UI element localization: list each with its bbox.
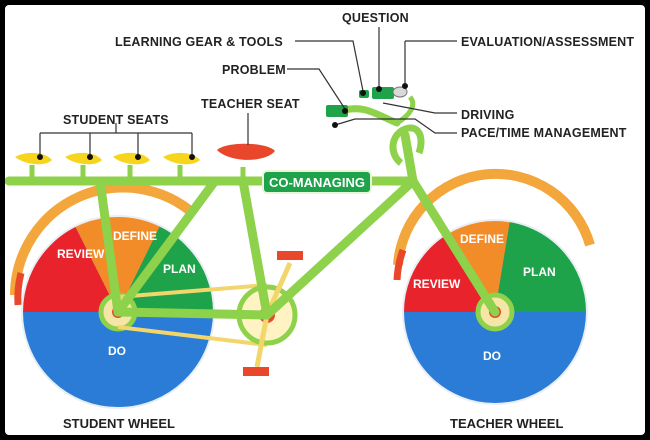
teacher-define-segment [449,219,510,312]
teacher-wheel-label: TEACHER WHEEL [450,416,563,431]
student-review-label: REVIEW [57,247,105,261]
teacher-wheel-fender-tip [393,248,407,281]
student-seats-label: STUDENT SEATS [63,113,169,127]
seat-dot-2 [87,154,93,160]
question-grip [372,87,394,99]
teacher-wheel-rim [402,219,588,405]
question-dot [376,86,382,92]
student-wheel-label: STUDENT WHEEL [63,416,175,431]
pace-label: PACE/TIME MANAGEMENT [461,126,627,140]
student-seat-2 [65,152,102,165]
evaluation-leader [404,40,457,85]
bell [392,86,408,98]
problem-dot [342,108,348,114]
driving-leader [382,102,457,114]
teacher-define-label: DEFINE [460,232,504,246]
teacher-seat-label: TEACHER SEAT [201,97,300,111]
student-seats [15,123,200,181]
teacher-review-label: REVIEW [413,277,461,291]
handlebar-bar [341,105,401,127]
chain [117,283,268,347]
problem-grip [326,105,348,117]
student-define-label: DEFINE [113,229,157,243]
pace-dot [332,122,338,128]
seat-stay [95,176,123,317]
teacher-do-label: DO [483,349,501,363]
driving-label: DRIVING [461,108,515,122]
problem-label: PROBLEM [222,63,286,77]
learning-gear-leader [295,40,364,92]
bike-frame [4,130,500,320]
seat-stay-2 [113,176,220,317]
student-seats-bracket [39,123,193,155]
teacher-wheel-fender [393,168,595,266]
handlebar-loop [389,124,425,166]
learning-gear-label: LEARNING GEAR & TOOLS [115,35,283,49]
teacher-seat [217,113,275,181]
front-fork [408,176,500,317]
evaluation-dot [402,83,408,89]
seat-dot-3 [135,154,141,160]
student-plan-label: PLAN [163,262,196,276]
student-wheel-fender-tip [14,272,25,306]
pace-leader [334,118,457,134]
student-seat-1 [15,152,52,165]
pedal-bottom [243,367,269,376]
co-managing-badge [262,170,372,194]
chain-stay [113,307,272,320]
problem-leader [287,68,346,110]
student-seat-3 [113,152,150,165]
bicycle-diagram: REVIEW DEFINE PLAN DO REVIEW DEFINE PLAN… [4,11,634,431]
down-tube [262,176,418,320]
student-define-segment [75,216,160,312]
diagram-canvas: REVIEW DEFINE PLAN DO REVIEW DEFINE PLAN… [4,5,645,435]
teacher-plan-segment [495,221,588,312]
question-label: QUESTION [342,11,409,25]
learning-gear-dot [360,90,366,96]
crank-arm-down [254,314,270,368]
pedal-top [277,251,303,260]
co-managing-label: CO-MANAGING [269,175,365,190]
teacher-plan-label: PLAN [523,265,556,279]
evaluation-label: EVALUATION/ASSESSMENT [461,35,634,49]
seat-tube [238,176,272,320]
handlebar-stem [395,95,416,126]
head-tube [400,130,418,186]
student-wheel-fender [10,182,199,296]
teacher-seat-saddle [217,143,275,160]
seat-dot-4 [189,154,195,160]
seat-dot-1 [37,154,43,160]
student-do-label: DO [108,344,126,358]
student-review-segment [21,226,119,312]
